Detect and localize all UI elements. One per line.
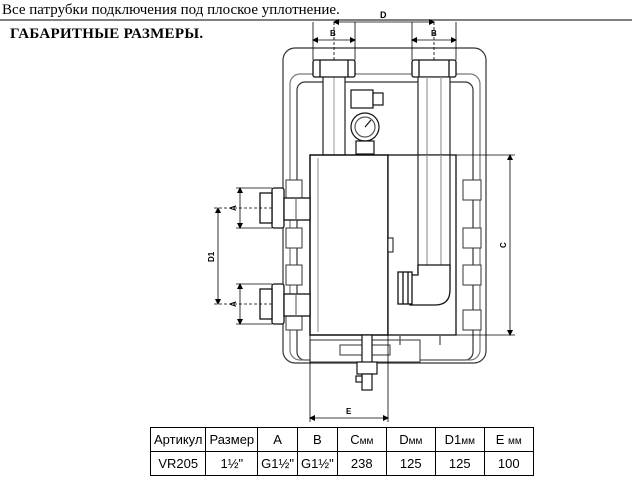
dimension-lines — [214, 19, 515, 422]
header-cell: Размер — [205, 427, 259, 452]
pressure-gauge — [350, 89, 384, 155]
cell-d1: 125 — [434, 451, 485, 476]
cell-d: 125 — [385, 451, 436, 476]
header-cell: Артикул — [149, 427, 207, 452]
separator-body — [309, 154, 389, 336]
dimension-drawing: B B D C A A D1 E — [0, 10, 632, 422]
elbow-fitting — [397, 264, 451, 306]
header-cell: A — [257, 427, 298, 452]
right-top-nut — [411, 59, 457, 78]
header-cell: D1мм — [434, 427, 485, 452]
dim-label-e: E — [346, 407, 352, 416]
header-cell: B — [296, 427, 338, 452]
cell-article: VR205 — [149, 451, 207, 476]
header-cell: Cмм — [336, 427, 387, 452]
dim-label-a-lower: A — [229, 301, 238, 307]
cell-c: 238 — [336, 451, 387, 476]
lower-left-connection — [259, 283, 311, 325]
dim-label-b-left: B — [330, 29, 336, 38]
right-riser-pipe-inner — [417, 154, 451, 271]
left-top-nut — [312, 59, 356, 78]
dimensions-heading: ГАБАРИТНЫЕ РАЗМЕРЫ. — [10, 26, 204, 42]
specification-table: Артикул Размер A B Cмм Dмм D1мм E мм VR2… — [149, 427, 534, 476]
table-row: VR205 1½" G1½" G1½" 238 125 125 100 — [149, 451, 534, 476]
dim-label-d: D — [380, 10, 387, 20]
dim-label-d1: D1 — [207, 251, 216, 262]
cell-size: 1½" — [205, 451, 259, 476]
header-cell: E мм — [483, 427, 534, 452]
cell-a: G1½" — [257, 451, 298, 476]
dim-label-c: C — [499, 242, 508, 248]
left-riser-pipe — [322, 74, 346, 156]
intro-text: Все патрубки подключения под плоское упл… — [2, 2, 340, 18]
cell-e: 100 — [483, 451, 534, 476]
drain-valve — [355, 334, 378, 391]
dim-label-b-right: B — [431, 29, 437, 38]
header-cell: Dмм — [385, 427, 436, 452]
side-sensor — [387, 237, 394, 253]
dim-label-a-upper: A — [229, 205, 238, 211]
table-header-row: Артикул Размер A B Cмм Dмм D1мм E мм — [149, 427, 534, 452]
cell-b: G1½" — [296, 451, 338, 476]
